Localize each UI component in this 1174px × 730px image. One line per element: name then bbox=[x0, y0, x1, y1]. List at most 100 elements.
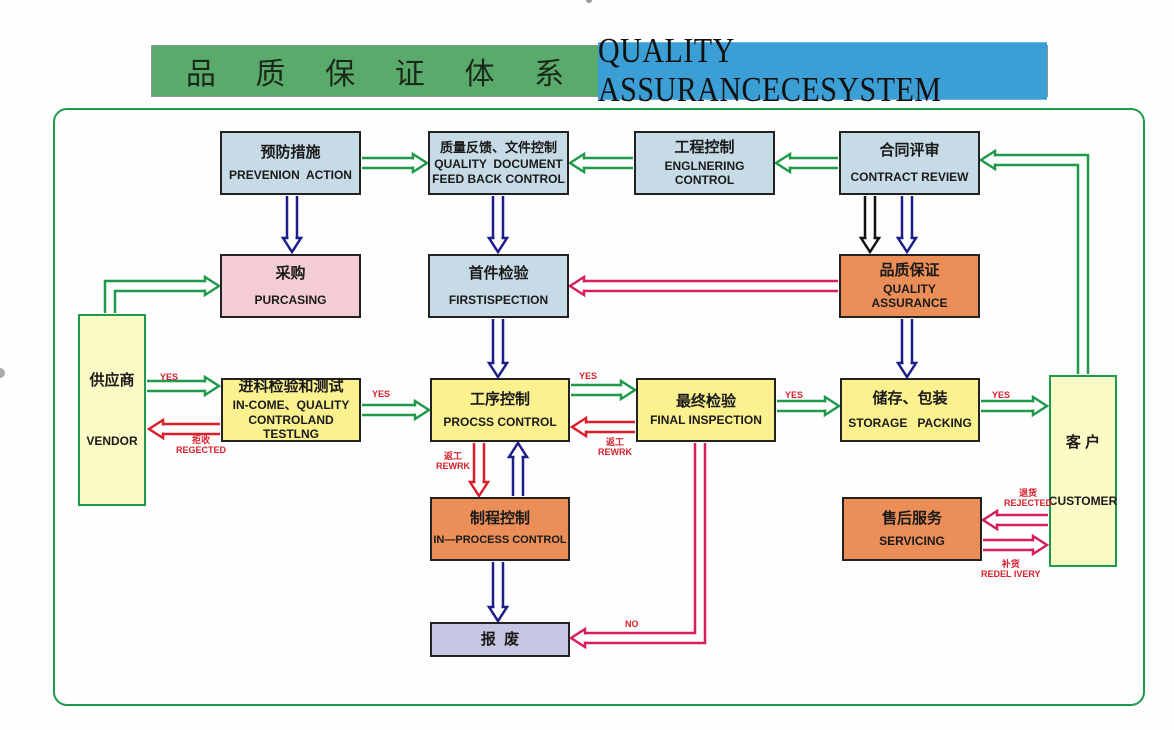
node-label-en: ASSURANCE bbox=[871, 296, 948, 310]
arrow-vendor-to-purchasing bbox=[103, 274, 222, 313]
arrow-customer-to-contract-shaft bbox=[995, 163, 1080, 374]
arrow-contract-to-engineering-head bbox=[773, 151, 792, 175]
label-yes-vendor: YES bbox=[160, 372, 179, 382]
node-servicing: 售后服务 SERVICING bbox=[842, 497, 982, 561]
arrow-incoming-to-process-head bbox=[413, 398, 432, 422]
label-yes-storage: YES bbox=[992, 390, 1011, 400]
arrow-process-to-final bbox=[571, 378, 638, 402]
label-en: REWRK bbox=[598, 446, 632, 457]
arrow-vendor-to-purchasing-head bbox=[203, 274, 222, 298]
node-label-cn: 制程控制 bbox=[469, 510, 530, 528]
node-label-en: CUSTOMER bbox=[1048, 493, 1118, 508]
arrow-final-to-storage-head bbox=[823, 394, 842, 418]
label-cn: 退货 bbox=[1019, 488, 1038, 498]
arrow-final-to-storage bbox=[777, 394, 842, 418]
arrow-contract-to-qa-blue bbox=[895, 196, 919, 255]
node-label-en: CONTROL bbox=[674, 173, 735, 187]
node-label-en: FEED BACK CONTROL bbox=[432, 171, 565, 186]
arrow-prevention-to-feedback bbox=[362, 151, 430, 175]
node-prevention-action: 预防措施 PREVENION ACTION bbox=[220, 131, 361, 195]
node-label-cn: 合同评审 bbox=[879, 141, 940, 159]
top-edge-marker bbox=[586, 0, 592, 3]
arrow-incoming-reject-to-vendor-head bbox=[146, 417, 165, 441]
node-label-cn: 预防措施 bbox=[260, 143, 321, 161]
node-label-en: CONTRACT REVIEW bbox=[850, 169, 969, 184]
label-cn: 返工 bbox=[605, 437, 624, 447]
node-final-inspection: 最终检验 FINAL INSPECTION bbox=[636, 378, 776, 442]
arrow-engineering-to-feedback-head bbox=[567, 151, 586, 175]
node-label-en: PROCSS CONTROL bbox=[443, 414, 557, 429]
title-char: 证 bbox=[394, 57, 425, 92]
arrow-qa-to-storage bbox=[895, 319, 919, 380]
title-char: 体 bbox=[464, 57, 495, 92]
label-return-customer: 退货 REJECTED bbox=[1004, 488, 1053, 509]
arrow-final-rework-to-process bbox=[569, 415, 635, 439]
node-label-cn: 工程控制 bbox=[674, 138, 735, 156]
arrow-customer-to-contract bbox=[978, 148, 1090, 374]
arrow-final-no-to-scrap bbox=[568, 443, 707, 650]
node-first-inspection: 首件检验 FIRSTISPECTION bbox=[428, 254, 569, 318]
label-en: REDEL IVERY bbox=[981, 568, 1041, 579]
label-en: REWRK bbox=[436, 460, 470, 471]
node-quality-assurance: 品质保证 QUALITY ASSURANCE bbox=[839, 254, 980, 318]
node-label-cn: 采购 bbox=[275, 264, 306, 282]
node-process-control: 工序控制 PROCSS CONTROL bbox=[430, 378, 570, 442]
label-rework-final: 返工 REWRK bbox=[598, 437, 632, 458]
node-label-en: PREVENION ACTION bbox=[229, 167, 352, 182]
arrow-contract-to-qa-blue-head bbox=[895, 236, 919, 255]
label-yes-incoming: YES bbox=[372, 389, 391, 399]
label-no: NO bbox=[625, 619, 639, 629]
arrow-qa-to-first-inspection bbox=[567, 274, 838, 298]
arrow-final-no-to-scrap-shaft bbox=[585, 443, 697, 635]
title-banner: 品 质 保 证 体 系 QUALITY ASSURANCECESYSTEM bbox=[151, 32, 1048, 109]
node-label-en: PURCASING bbox=[254, 292, 327, 307]
label-redelivery: 补货 REDEL IVERY bbox=[981, 559, 1041, 580]
arrow-vendor-to-incoming-head bbox=[203, 374, 222, 398]
node-label-en: SERVICING bbox=[879, 533, 945, 548]
arrow-customer-to-contract-shaft bbox=[995, 153, 1090, 374]
arrow-first-inspection-to-process bbox=[486, 319, 510, 380]
node-engineering-control: 工程控制 ENGLNERING CONTROL bbox=[634, 131, 775, 195]
arrow-contract-to-engineering bbox=[773, 151, 838, 175]
arrow-engineering-to-feedback bbox=[567, 151, 633, 175]
arrow-final-rework-to-process-head bbox=[569, 415, 588, 439]
node-customer: 客 户 CUSTOMER bbox=[1049, 375, 1117, 567]
arrow-customer-return-to-servicing bbox=[980, 508, 1048, 532]
node-label-en: QUALITY DOCUMENT bbox=[434, 157, 563, 172]
node-in-process-control: 制程控制 IN—PROCESS CONTROL bbox=[430, 497, 570, 561]
node-label-en: VENDOR bbox=[86, 433, 138, 448]
node-label-cn: 最终检验 bbox=[675, 392, 736, 410]
node-label-en: ENGLNERING bbox=[664, 158, 745, 173]
arrow-incoming-reject-to-vendor bbox=[146, 417, 220, 441]
arrow-first-inspection-to-process-head bbox=[486, 361, 510, 380]
label-cn: 拒收 bbox=[192, 435, 211, 445]
arrow-qa-to-first-inspection-head bbox=[567, 274, 586, 298]
node-label-cn: 工序控制 bbox=[469, 390, 530, 408]
arrow-servicing-redelivery-to-customer-head bbox=[1031, 533, 1050, 557]
arrow-final-no-to-scrap-head bbox=[568, 626, 587, 650]
arrow-prevention-to-purchasing bbox=[280, 196, 304, 255]
arrow-contract-to-qa-black bbox=[858, 196, 882, 255]
label-en: REJECTED bbox=[1004, 497, 1053, 508]
arrow-feedback-to-first-inspection-head bbox=[486, 236, 510, 255]
node-purchasing: 采购 PURCASING bbox=[220, 254, 361, 318]
arrow-vendor-to-purchasing-shaft bbox=[113, 289, 205, 313]
node-label-en: IN—PROCESS CONTROL bbox=[433, 534, 567, 547]
arrow-vendor-to-purchasing-shaft bbox=[103, 279, 205, 313]
title-chinese: 品 质 保 证 体 系 bbox=[152, 46, 598, 96]
arrow-in-process-to-scrap bbox=[486, 562, 510, 624]
title-char: 品 bbox=[185, 57, 216, 92]
node-label-en: CONTROLAND TESTLNG bbox=[248, 412, 334, 442]
node-label-cn: 供应商 bbox=[89, 371, 135, 389]
arrow-prevention-to-feedback-head bbox=[411, 151, 430, 175]
arrow-storage-to-customer-head bbox=[1031, 394, 1050, 418]
title-char: 保 bbox=[325, 57, 356, 92]
node-label-cn: 报 废 bbox=[480, 630, 520, 648]
arrow-prevention-to-purchasing-head bbox=[280, 236, 304, 255]
node-label-cn: 进科检验和测试 bbox=[238, 378, 344, 396]
node-label-cn: 客 户 bbox=[1065, 433, 1101, 451]
node-label-en: FIRSTISPECTION bbox=[448, 292, 549, 307]
arrow-in-process-up-head bbox=[506, 440, 530, 459]
arrow-process-rework-down-head bbox=[467, 480, 491, 499]
arrow-in-process-to-scrap-head bbox=[486, 605, 510, 624]
